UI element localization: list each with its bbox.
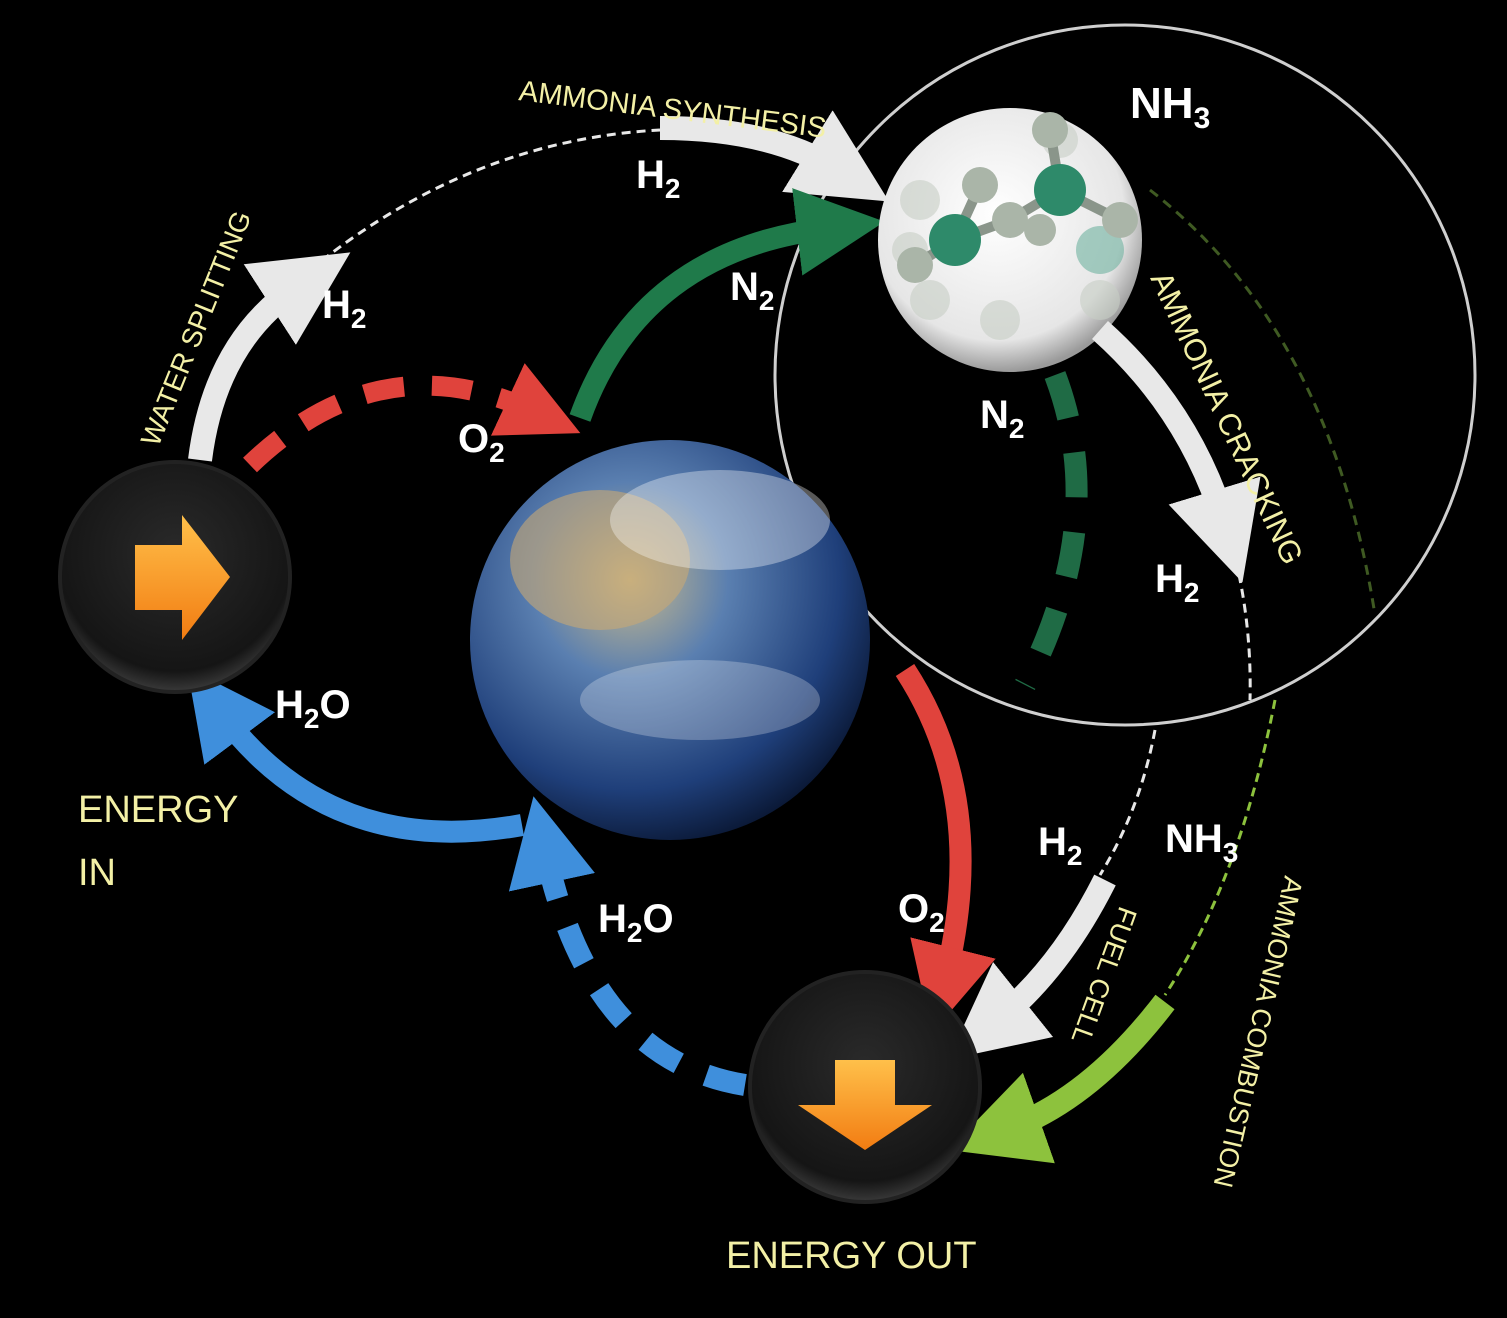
water-input-arrow bbox=[187, 667, 524, 843]
h2-label-fuel-cell: H2 bbox=[1038, 820, 1082, 871]
oxygen-release-arrow bbox=[243, 363, 581, 473]
energy-in-label-line1: ENERGY bbox=[78, 789, 238, 831]
energy-in-label-line2: IN bbox=[78, 852, 116, 894]
ammonia-combustion-dashed-line bbox=[1163, 699, 1277, 996]
h2o-label-bottom: H2O bbox=[598, 897, 674, 948]
hydrogen-dashed-line bbox=[309, 128, 661, 272]
o2-label-top: O2 bbox=[458, 417, 505, 468]
energy-out-arrow-icon bbox=[798, 1060, 932, 1150]
water-release-dashed-arrow bbox=[508, 796, 747, 1096]
ammonia-cracking-arrow bbox=[1092, 321, 1261, 583]
oxygen-input-arrow bbox=[895, 663, 996, 1034]
nh3-label-combustion: NH3 bbox=[1165, 817, 1238, 868]
ammonia-molecule bbox=[878, 108, 1142, 372]
energy-in-button bbox=[58, 460, 292, 694]
nitrogen-release-dashed-arrow bbox=[1015, 371, 1088, 691]
ammonia-combustion-label: AMMONIA COMBUSTION bbox=[1208, 874, 1309, 1191]
energy-out-label: ENERGY OUT bbox=[726, 1235, 977, 1277]
fuel-cell-hydrogen-dashed-line bbox=[1098, 729, 1157, 876]
n2-label-cracking: N2 bbox=[980, 393, 1024, 444]
ammonia-storage-dashed-line bbox=[1149, 188, 1377, 616]
nh3-label-top: NH3 bbox=[1130, 79, 1210, 135]
n2-label-synthesis: N2 bbox=[730, 265, 774, 316]
cracked-hydrogen-dashed-line bbox=[1230, 544, 1252, 701]
o2-label-bottom: O2 bbox=[898, 887, 945, 938]
ammonia-combustion-arrow bbox=[948, 994, 1175, 1164]
h2-label-water-splitting: H2 bbox=[322, 283, 366, 334]
ammonia-synthesis-arrow bbox=[659, 110, 890, 202]
h2-label-cracking: H2 bbox=[1155, 557, 1199, 608]
fuel-cell-arrow bbox=[948, 874, 1116, 1060]
energy-in-arrow-icon bbox=[135, 515, 230, 640]
h2-label-synthesis: H2 bbox=[636, 153, 680, 204]
ammonia-cycle-circle bbox=[773, 23, 1477, 727]
energy-out-button bbox=[748, 970, 982, 1204]
water-splitting-arrow bbox=[188, 252, 351, 462]
h2o-label-left: H2O bbox=[275, 683, 351, 734]
nitrogen-input-arrow bbox=[569, 188, 885, 422]
earth-globe bbox=[470, 440, 870, 840]
